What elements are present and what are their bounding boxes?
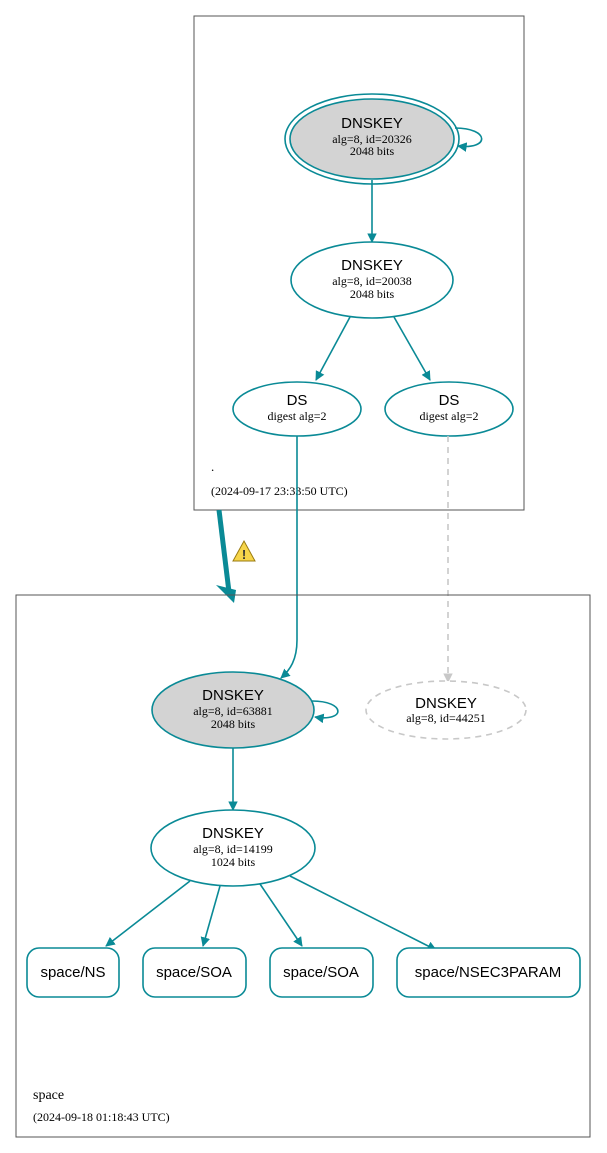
root-ds1-line1: digest alg=2 <box>267 409 326 423</box>
root-ksk-line1: alg=8, id=20326 <box>332 132 412 146</box>
rrset-label: space/SOA <box>283 964 359 981</box>
root-zsk-title: DNSKEY <box>341 257 403 274</box>
rrset-label: space/SOA <box>156 964 232 981</box>
root-ds2-node[interactable]: DS digest alg=2 <box>384 381 514 437</box>
space-zone-timestamp: (2024-09-18 01:18:43 UTC) <box>33 1110 170 1124</box>
root-ksk-title: DNSKEY <box>341 115 403 132</box>
root-zone-cluster: DNSKEY alg=8, id=20326 2048 bits DNSKEY … <box>193 15 525 511</box>
root-zsk-line2: 2048 bits <box>350 287 395 301</box>
warning-icon[interactable]: ! <box>232 539 256 562</box>
rrset-node[interactable]: space/SOA <box>269 947 374 998</box>
root-zsk-to-ds2-edge <box>393 316 431 381</box>
delegation-edge <box>216 509 232 593</box>
space-ksk-self-edge <box>311 700 339 724</box>
zsk-to-rrset-3-edge <box>259 883 303 947</box>
ds1-to-space-ksk-edge <box>280 436 298 679</box>
space-ksk-line2: 2048 bits <box>211 717 256 731</box>
zsk-to-rrset-2-edge <box>200 885 221 947</box>
root-ksk-self-edge <box>454 127 483 152</box>
zsk-to-rrset-4-edge <box>289 875 437 951</box>
root-zsk-to-ds1-edge <box>315 316 351 381</box>
root-zsk-line1: alg=8, id=20038 <box>332 274 412 288</box>
space-ksk-title: DNSKEY <box>202 687 264 704</box>
rrset-node[interactable]: space/SOA <box>142 947 247 998</box>
root-zsk-node[interactable]: DNSKEY alg=8, id=20038 2048 bits <box>290 241 454 319</box>
space-ksk-line1: alg=8, id=63881 <box>193 704 273 718</box>
space-zone-cluster: DNSKEY alg=8, id=63881 2048 bits DNSKEY … <box>15 594 591 1138</box>
space-zsk-line2: 1024 bits <box>211 855 256 869</box>
space-zsk-line1: alg=8, id=14199 <box>193 842 273 856</box>
rrset-node[interactable]: space/NS <box>26 947 120 998</box>
space-zone-border <box>15 594 591 1138</box>
space-zsk-title: DNSKEY <box>202 825 264 842</box>
root-zone-name: . <box>211 459 214 474</box>
root-ds2-title: DS <box>439 392 460 409</box>
zsk-to-rrset-1-edge <box>105 880 191 947</box>
root-ds1-title: DS <box>287 392 308 409</box>
root-ds2-line1: digest alg=2 <box>419 409 478 423</box>
rrset-node[interactable]: space/NSEC3PARAM <box>396 947 581 998</box>
delegation-arrowhead <box>216 585 236 603</box>
root-zone-timestamp: (2024-09-17 23:33:50 UTC) <box>211 484 348 498</box>
root-ksk-line2: 2048 bits <box>350 144 395 158</box>
svg-text:!: ! <box>242 547 246 562</box>
space-zsk-node[interactable]: DNSKEY alg=8, id=14199 1024 bits <box>150 809 316 887</box>
space-missing-key-node[interactable]: DNSKEY alg=8, id=44251 <box>365 680 527 740</box>
rrset-label: space/NS <box>40 964 105 981</box>
root-ds1-node[interactable]: DS digest alg=2 <box>232 381 362 437</box>
space-missing-key-title: DNSKEY <box>415 695 477 712</box>
space-missing-key-line1: alg=8, id=44251 <box>406 711 486 725</box>
rrset-label: space/NSEC3PARAM <box>415 964 561 981</box>
space-ksk-node[interactable]: DNSKEY alg=8, id=63881 2048 bits <box>151 671 315 749</box>
root-ksk-node[interactable]: DNSKEY alg=8, id=20326 2048 bits <box>284 93 460 185</box>
space-zone-name: space <box>33 1088 64 1103</box>
root-zone-border <box>193 15 525 511</box>
